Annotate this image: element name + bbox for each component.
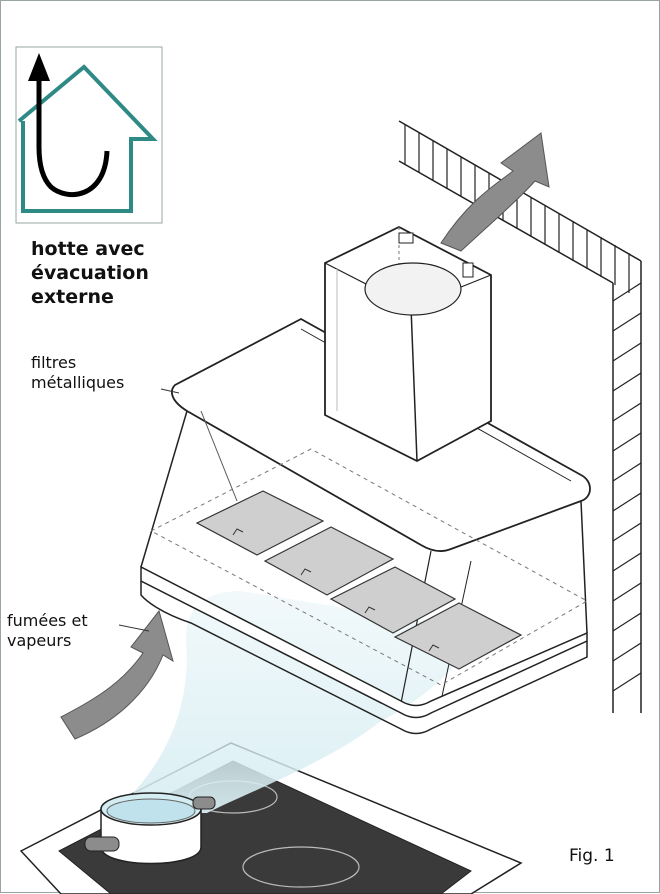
pot	[84, 792, 216, 865]
house-with-exhaust-arrow-icon	[17, 53, 158, 213]
vapor-plume	[113, 591, 471, 813]
chimney	[324, 225, 492, 463]
ventilation-mode-title: hotte avec évacuation externe	[31, 237, 149, 309]
filters-label: filtres métalliques	[31, 353, 124, 393]
mode-icon-box	[15, 46, 163, 224]
title-line: évacuation	[31, 262, 149, 284]
wall	[398, 120, 642, 713]
curved-arrow-up-icon	[440, 132, 550, 252]
filters-label-line: métalliques	[31, 373, 125, 392]
curved-arrow-up-icon	[60, 609, 174, 740]
title-line: hotte avec	[31, 238, 145, 260]
metal-filters	[195, 490, 523, 670]
figure-label: Fig. 1	[569, 846, 615, 866]
filters-label-line: filtres	[31, 353, 77, 372]
title-line: externe	[31, 286, 114, 308]
fumes-label: fumées et vapeurs	[7, 611, 88, 651]
leader-line-fumees	[118, 624, 150, 632]
leader-line-filtres	[160, 388, 180, 394]
fumes-label-line: fumées et	[7, 611, 88, 630]
fumes-label-line: vapeurs	[7, 631, 72, 650]
